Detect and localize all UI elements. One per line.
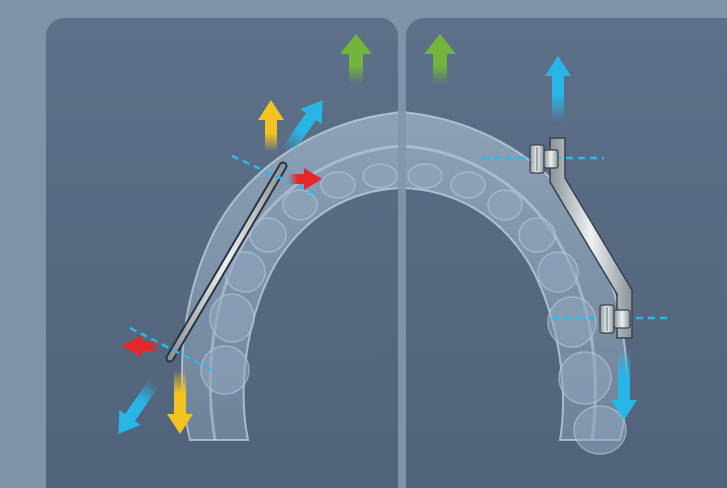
tooth (451, 172, 485, 198)
tooth (538, 252, 578, 292)
tooth (250, 218, 286, 252)
tooth (408, 164, 442, 188)
arrow-cyan-icon (108, 376, 165, 442)
arrow-up-green-icon (424, 34, 456, 84)
tooth (488, 190, 522, 220)
arrow-up-yellow-icon (258, 100, 284, 152)
tooth (321, 172, 355, 198)
tooth (201, 346, 249, 394)
divider-stripe (398, 18, 406, 470)
arrow-up-green-icon (340, 34, 372, 84)
tooth (574, 406, 626, 454)
tooth (519, 218, 555, 252)
tooth (363, 164, 397, 188)
arrow-red-icon (122, 335, 160, 357)
arrow-cyan-icon (545, 56, 571, 122)
tooth (283, 190, 317, 220)
tooth (548, 297, 596, 347)
dental-arch-diagram (0, 0, 727, 470)
tooth (559, 352, 611, 404)
tooth (210, 294, 254, 342)
